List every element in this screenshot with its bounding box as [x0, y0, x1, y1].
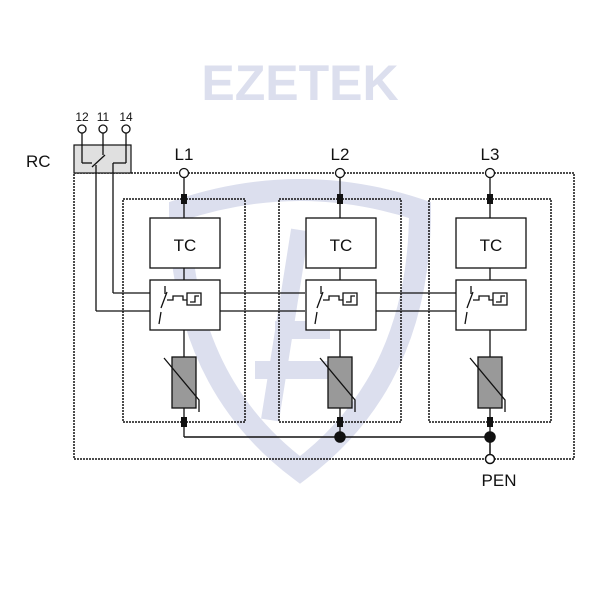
- watermark-text: EZETEK: [201, 55, 398, 111]
- phase-terminal: [178, 167, 190, 179]
- switch-symbol-icon: [464, 286, 508, 325]
- disconnect-switch: [149, 279, 221, 331]
- terminal-12-label: 12: [75, 110, 89, 124]
- tc-label: TC: [330, 236, 353, 255]
- varistor-slash: [163, 357, 200, 412]
- watermark-logo: EZETEK: [168, 55, 432, 484]
- terminal-14-label: 14: [119, 110, 133, 124]
- varistor-slash: [319, 357, 356, 412]
- phase-terminal: [334, 167, 346, 179]
- connector: [487, 194, 493, 204]
- phase-label: L2: [331, 145, 350, 164]
- phase-label: L3: [481, 145, 500, 164]
- pen-label: PEN: [482, 471, 517, 490]
- terminal-11-label: 11: [97, 110, 110, 124]
- switch-symbol-icon: [314, 286, 358, 325]
- enclosure: [73, 172, 575, 460]
- relay-contact: RC 12 11 14: [26, 110, 150, 312]
- disconnect-switch: [455, 279, 527, 331]
- tc-label: TC: [174, 236, 197, 255]
- tc-label: TC: [480, 236, 503, 255]
- phase-label: L1: [175, 145, 194, 164]
- connector: [487, 417, 493, 427]
- switch-bus: [220, 292, 457, 312]
- switch-symbol-icon: [158, 286, 202, 325]
- relay-label: RC: [26, 152, 51, 171]
- phase-terminal: [484, 167, 496, 179]
- disconnect-switch: [305, 279, 377, 331]
- thermal-control-block: [455, 217, 527, 269]
- varistor-slash: [469, 357, 506, 412]
- thermal-control-block: [305, 217, 377, 269]
- thermal-control-block: [149, 217, 221, 269]
- connector: [181, 417, 187, 427]
- connector: [181, 194, 187, 204]
- connector: [337, 417, 343, 427]
- connector: [337, 194, 343, 204]
